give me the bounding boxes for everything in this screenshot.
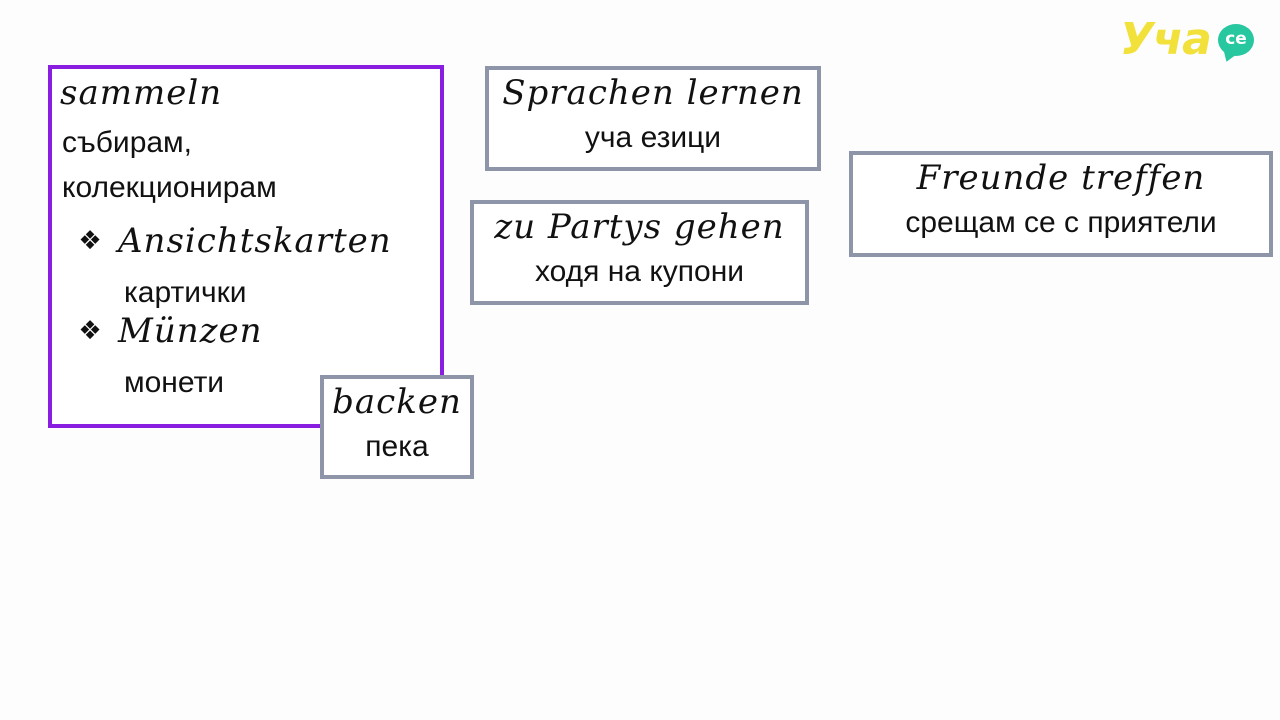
uchase-logo: Уча се xyxy=(1120,14,1260,74)
muenzen-german: Münzen xyxy=(118,311,263,351)
logo-bubble-text: се xyxy=(1225,29,1247,49)
card-backen: backen пека xyxy=(320,375,474,479)
sprachen-german: Sprachen lernen xyxy=(502,73,804,113)
sammeln-bulgarian-line2: колекционирам xyxy=(62,171,277,204)
card-freunde-treffen: Freunde treffen срещам се с приятели xyxy=(849,151,1273,257)
diamond-bullet-icon: ❖ xyxy=(78,316,102,346)
backen-german: backen xyxy=(332,382,462,422)
logo-speech-bubble-icon: се xyxy=(1218,24,1254,56)
freunde-bulgarian: срещам се с приятели xyxy=(905,206,1217,239)
sammeln-bulgarian-line1: събирам, xyxy=(62,126,193,159)
sammeln-german: sammeln xyxy=(60,73,223,113)
diamond-bullet-icon: ❖ xyxy=(78,226,102,256)
backen-bulgarian: пека xyxy=(365,430,429,463)
sprachen-bulgarian: уча езици xyxy=(584,121,722,154)
ansichtskarten-bulgarian: картички xyxy=(124,276,247,309)
card-zu-partys-gehen: zu Partys gehen ходя на купони xyxy=(470,200,809,305)
logo-word: Уча xyxy=(1120,14,1212,65)
muenzen-bulgarian: монети xyxy=(124,366,225,399)
partys-bulgarian: ходя на купони xyxy=(534,255,745,288)
freunde-german: Freunde treffen xyxy=(916,158,1206,198)
card-sammeln: sammeln събирам, колекционирам ❖ Ansicht… xyxy=(48,65,444,428)
card-sprachen-lernen: Sprachen lernen уча езици xyxy=(485,66,821,171)
list-item-ansichtskarten: ❖ Ansichtskarten xyxy=(68,221,392,261)
ansichtskarten-german: Ansichtskarten xyxy=(118,221,392,261)
list-item-muenzen: ❖ Münzen xyxy=(68,311,263,351)
partys-german: zu Partys gehen xyxy=(494,207,785,247)
